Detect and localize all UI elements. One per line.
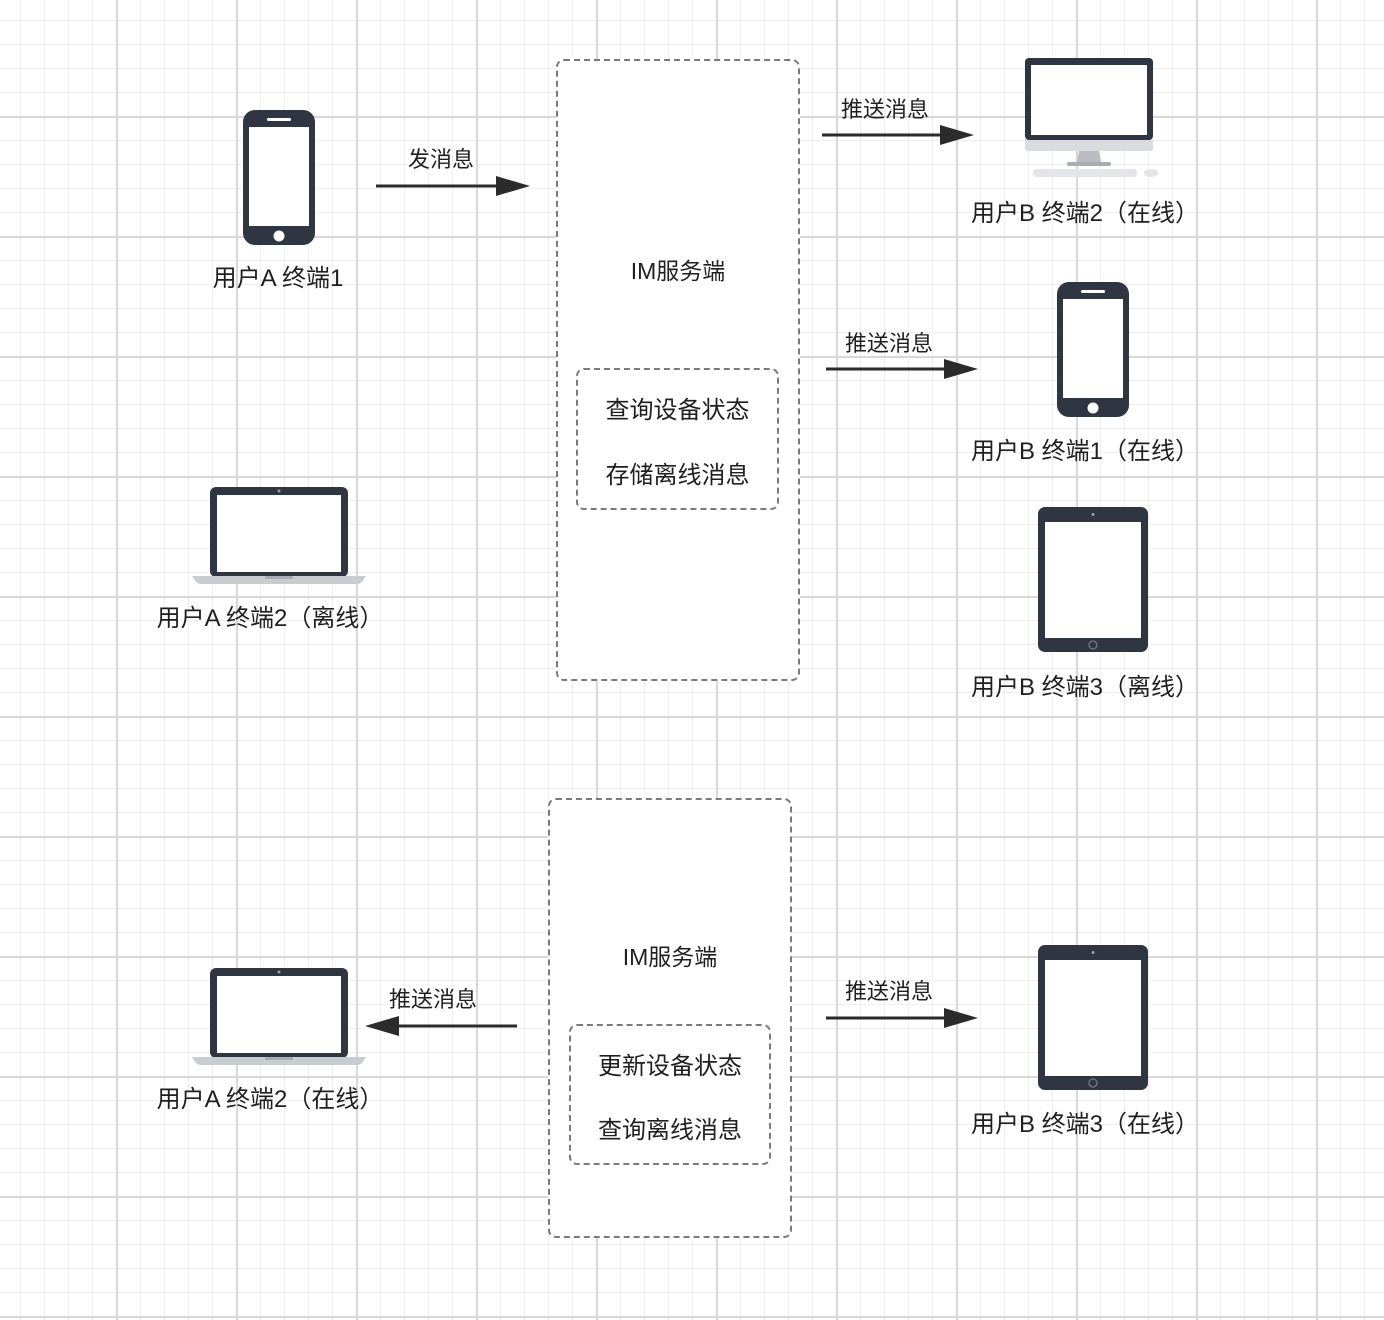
push-message-label-right: 推送消息 bbox=[844, 979, 933, 1004]
arrow-push-to-laptop bbox=[365, 1016, 517, 1036]
update-device-status-text: 更新设备状态 bbox=[598, 1053, 742, 1080]
send-message-label: 发消息 bbox=[407, 147, 474, 172]
desktop-icon bbox=[1025, 58, 1158, 177]
user-a-terminal1-label: 用户A 终端1 bbox=[212, 265, 344, 292]
laptop-icon bbox=[192, 968, 366, 1065]
push-message-label-2: 推送消息 bbox=[844, 331, 933, 356]
tablet-icon bbox=[1038, 945, 1148, 1090]
user-a-terminal2-online-label: 用户A 终端2（在线） bbox=[156, 1086, 384, 1113]
push-message-label-left: 推送消息 bbox=[388, 987, 477, 1012]
im-server-title-top: IM服务端 bbox=[630, 258, 726, 284]
user-b-terminal1-online-label: 用户B 终端1（在线） bbox=[970, 438, 1200, 465]
server-functions-box-top bbox=[576, 368, 779, 510]
store-offline-messages-text: 存储离线消息 bbox=[605, 462, 750, 489]
phone-icon bbox=[243, 110, 315, 245]
user-b-terminal3-online-label: 用户B 终端3（在线） bbox=[970, 1111, 1200, 1138]
laptop-icon bbox=[192, 487, 366, 584]
arrow-push-to-phone bbox=[826, 359, 978, 379]
server-functions-box-bottom bbox=[569, 1024, 771, 1165]
user-b-terminal2-online-label: 用户B 终端2（在线） bbox=[970, 200, 1200, 227]
arrow-push-to-desktop bbox=[822, 125, 974, 145]
phone-icon bbox=[1057, 282, 1129, 417]
query-device-status-text: 查询设备状态 bbox=[605, 397, 750, 424]
arrow-push-to-tablet bbox=[826, 1008, 978, 1028]
im-server-title-bottom: IM服务端 bbox=[622, 944, 718, 970]
push-message-label-1: 推送消息 bbox=[840, 97, 929, 122]
user-a-terminal2-offline-label: 用户A 终端2（离线） bbox=[156, 605, 384, 632]
user-b-terminal3-offline-label: 用户B 终端3（离线） bbox=[970, 674, 1200, 701]
tablet-icon bbox=[1038, 507, 1148, 652]
query-offline-messages-text: 查询离线消息 bbox=[598, 1117, 742, 1144]
arrow-send-to-server bbox=[376, 176, 530, 196]
